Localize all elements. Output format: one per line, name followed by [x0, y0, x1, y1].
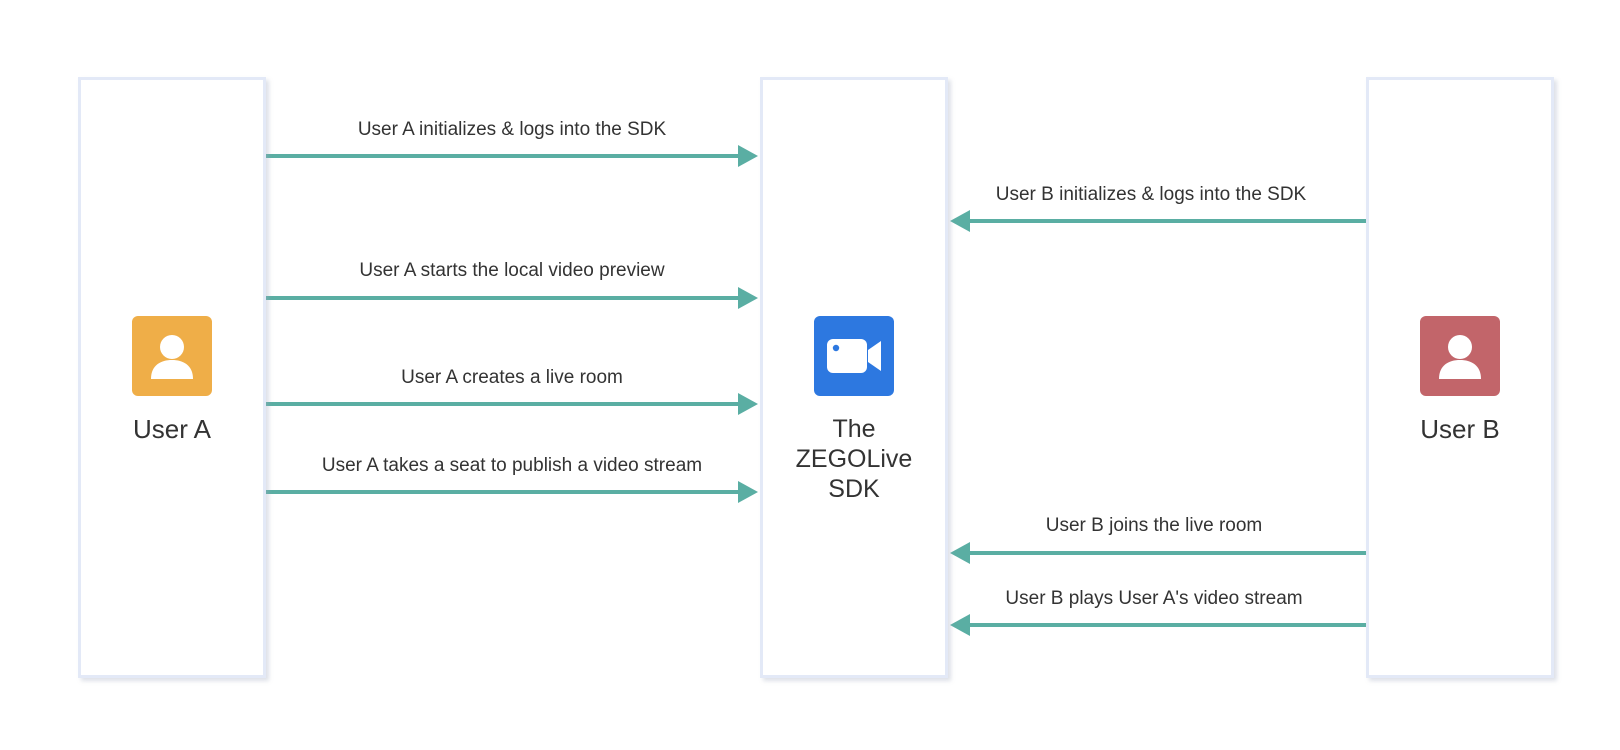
arrow-head: [738, 481, 758, 503]
message-arrow-2: [950, 210, 1366, 232]
message-arrow-1: [266, 145, 758, 167]
arrow-head: [738, 287, 758, 309]
sdk-label-line-3: SDK: [828, 475, 880, 503]
message-label: User B plays User A's video stream: [1005, 588, 1303, 609]
user-a-lane: User A: [78, 77, 266, 678]
message-label: User A starts the local video preview: [359, 260, 665, 281]
message-arrow-5: [266, 481, 758, 503]
user-icon: [1439, 335, 1481, 379]
user-b-avatar: [1420, 316, 1500, 396]
user-icon: [151, 335, 193, 379]
message-arrow-6: [950, 542, 1366, 564]
arrow-head: [950, 542, 970, 564]
sdk-logo: [814, 316, 894, 396]
arrow-head: [738, 145, 758, 167]
video-camera-icon: [827, 339, 881, 373]
arrow-head: [950, 210, 970, 232]
message-label: User B joins the live room: [1045, 515, 1263, 536]
message-label: User A takes a seat to publish a video s…: [321, 455, 703, 476]
message-arrow-7: [950, 614, 1366, 636]
message-label: User B initializes & logs into the SDK: [995, 184, 1307, 205]
message-label: User A creates a live room: [401, 367, 623, 388]
message-arrow-3: [266, 287, 758, 309]
user-a-label: User A: [132, 414, 212, 444]
sdk-label: The ZEGOLive SDK: [763, 414, 945, 504]
arrow-head: [738, 393, 758, 415]
user-b-lane: User B: [1366, 77, 1554, 678]
arrow-head: [950, 614, 970, 636]
user-a-avatar: [132, 316, 212, 396]
sdk-label-line-2: ZEGOLive: [795, 445, 913, 473]
sdk-label-line-1: The: [832, 415, 876, 443]
sdk-lane: The ZEGOLive SDK: [760, 77, 948, 678]
message-label: User A initializes & logs into the SDK: [357, 119, 667, 140]
message-arrow-4: [266, 393, 758, 415]
user-b-label: User B: [1420, 414, 1500, 444]
